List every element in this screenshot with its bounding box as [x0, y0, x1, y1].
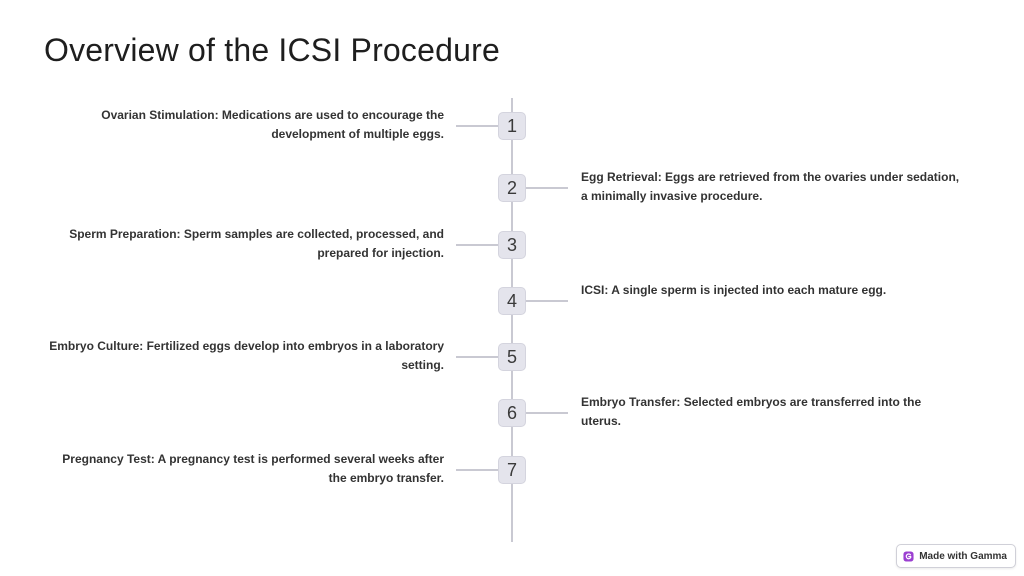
timeline-step-5: Embryo Culture: Fertilized eggs develop …: [0, 339, 1024, 383]
step-number-badge: 2: [498, 174, 526, 202]
timeline-step-7: Pregnancy Test: A pregnancy test is perf…: [0, 452, 1024, 496]
step-description: Ovarian Stimulation: Medications are use…: [101, 108, 444, 141]
step-description: Pregnancy Test: A pregnancy test is perf…: [62, 452, 444, 485]
timeline-step-6: 6 Embryo Transfer: Selected embryos are …: [0, 395, 1024, 439]
step-number-badge: 6: [498, 399, 526, 427]
step-description: ICSI: A single sperm is injected into ea…: [581, 283, 887, 297]
step-connector: [526, 412, 568, 414]
step-number-badge: 5: [498, 343, 526, 371]
step-connector: [456, 244, 498, 246]
timeline-step-2: 2 Egg Retrieval: Eggs are retrieved from…: [0, 170, 1024, 214]
step-number-badge: 4: [498, 287, 526, 315]
step-description: Embryo Culture: Fertilized eggs develop …: [49, 339, 444, 372]
step-connector: [456, 125, 498, 127]
step-connector: [526, 300, 568, 302]
step-description: Sperm Preparation: Sperm samples are col…: [69, 227, 444, 260]
timeline-step-1: Ovarian Stimulation: Medications are use…: [0, 108, 1024, 152]
step-description: Egg Retrieval: Eggs are retrieved from t…: [581, 170, 960, 203]
badge-label: Made with Gamma: [919, 550, 1007, 562]
gamma-logo-icon: [903, 550, 914, 562]
step-connector: [526, 187, 568, 189]
step-number-badge: 3: [498, 231, 526, 259]
step-connector: [456, 469, 498, 471]
step-connector: [456, 356, 498, 358]
made-with-gamma-badge[interactable]: Made with Gamma: [896, 544, 1016, 568]
step-number-badge: 1: [498, 112, 526, 140]
timeline-line: [511, 98, 513, 542]
timeline-step-4: 4 ICSI: A single sperm is injected into …: [0, 283, 1024, 327]
timeline-step-3: Sperm Preparation: Sperm samples are col…: [0, 227, 1024, 271]
step-description: Embryo Transfer: Selected embryos are tr…: [581, 395, 922, 428]
step-number-badge: 7: [498, 456, 526, 484]
page-title: Overview of the ICSI Procedure: [44, 32, 500, 68]
